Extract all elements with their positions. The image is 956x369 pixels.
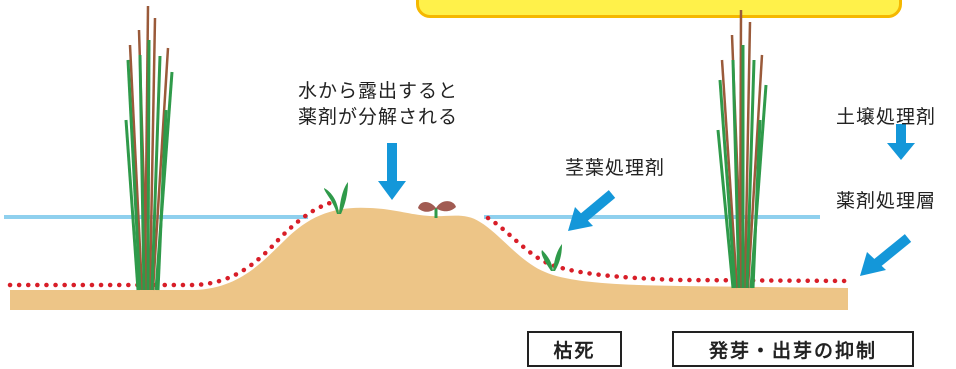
label-exposed-line2: 薬剤が分解される	[298, 106, 459, 128]
arrow-down-soil	[887, 124, 915, 160]
label-exposed-line1: 水から露出すると	[298, 80, 459, 102]
outcome-wither: 枯死	[527, 331, 622, 367]
treated-layer-dots-right	[485, 215, 855, 284]
treated-layer-dots	[7, 200, 333, 288]
top-banner	[416, 0, 902, 18]
rice-plant-right	[716, 9, 768, 289]
label-foliar: 茎葉処理剤	[565, 157, 666, 179]
outcome-suppress: 発芽・出芽の抑制	[672, 331, 914, 367]
rice-plant-left	[124, 5, 174, 291]
label-chemical-layer: 薬剤処理層	[836, 190, 937, 212]
arrow-down-exposed	[378, 143, 406, 200]
weed-sprout-left	[324, 182, 348, 214]
label-soil-treatment: 土壌処理剤	[836, 106, 937, 128]
arrow-foliar	[568, 190, 616, 231]
arrow-layer	[860, 234, 912, 276]
weed-sprout-right	[541, 244, 562, 271]
soil	[10, 207, 848, 310]
weed-seedling-mound	[418, 201, 456, 218]
